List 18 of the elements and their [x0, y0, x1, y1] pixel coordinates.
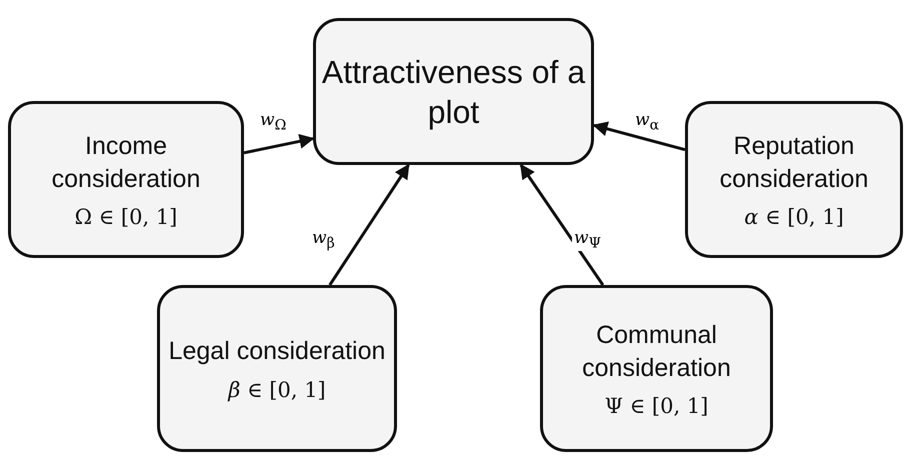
factor-box [685, 101, 903, 258]
value-range: β ∈ [0, 1] [228, 378, 326, 402]
arrow [520, 164, 604, 286]
factor-box [540, 285, 773, 452]
arrow [592, 122, 686, 152]
arrow [328, 164, 410, 286]
node-title: Communal consideration [581, 320, 732, 384]
value-range: Ω ∈ [0, 1] [74, 205, 178, 229]
value-range: Ψ ∈ [0, 1] [604, 394, 708, 418]
node-title: Reputation consideration [718, 131, 870, 194]
factor-box [8, 101, 244, 258]
node-title: Legal consideration [168, 336, 386, 368]
node-title: Income consideration [50, 131, 202, 194]
factor-box [157, 285, 397, 452]
arrow [244, 134, 314, 154]
target-box [313, 18, 594, 165]
value-range: α ∈ [0, 1] [744, 205, 844, 229]
node-title: Attractiveness of a plot [320, 52, 586, 132]
